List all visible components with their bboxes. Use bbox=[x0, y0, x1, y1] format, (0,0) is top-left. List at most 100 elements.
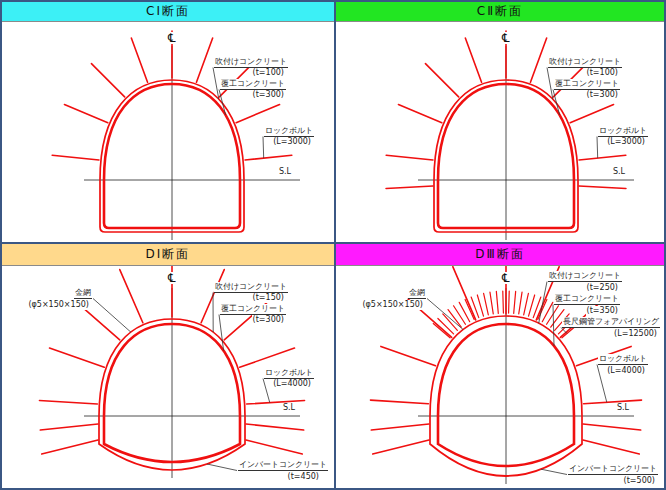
centerline-symbol: ℄ bbox=[167, 32, 177, 44]
leader-line bbox=[553, 90, 560, 115]
centerline-symbol: ℄ bbox=[501, 272, 511, 284]
dimension-label: (t=500) bbox=[623, 476, 656, 486]
panel-ground bbox=[336, 2, 664, 242]
dimension-label: (t=300) bbox=[586, 90, 619, 100]
part-label: 覆工コンクリート bbox=[554, 79, 620, 90]
dimension-label: S.L bbox=[278, 167, 292, 177]
leader-line bbox=[219, 315, 224, 351]
leader-line bbox=[213, 68, 219, 100]
rock-bolt bbox=[398, 105, 441, 123]
forepiling-pipe bbox=[433, 324, 450, 338]
part-label: 覆工コンクリート bbox=[220, 79, 286, 90]
dimension-label: (L=4000) bbox=[272, 379, 312, 389]
dimension-label: (t=350) bbox=[586, 306, 619, 316]
leader-line bbox=[219, 90, 226, 115]
part-label: 金網 bbox=[408, 288, 426, 299]
rock-bolt bbox=[373, 440, 429, 454]
header-band: CⅡ断面 bbox=[336, 2, 664, 22]
rock-bolt bbox=[465, 38, 481, 82]
part-label: インバートコンクリート bbox=[568, 464, 658, 475]
part-label: ロックボルト bbox=[264, 126, 314, 137]
rock-bolt bbox=[579, 186, 626, 188]
centerline-symbol: ℄ bbox=[501, 32, 511, 44]
shotcrete-line bbox=[430, 316, 582, 476]
dimension-label: S.L bbox=[612, 167, 626, 177]
forepiling-pipe bbox=[502, 291, 504, 313]
dimension-label: (L=3000) bbox=[272, 137, 312, 147]
leader-line bbox=[541, 469, 567, 474]
dimension-label: (t=300) bbox=[252, 90, 285, 100]
tunnel-section bbox=[370, 256, 641, 484]
panel-ground bbox=[2, 244, 334, 488]
rock-bolt bbox=[50, 348, 105, 367]
tunnel-section bbox=[386, 31, 634, 240]
rock-bolt bbox=[236, 105, 279, 123]
rock-bolt bbox=[386, 186, 433, 188]
leader-line bbox=[597, 137, 599, 159]
dimension-label: (L=12500) bbox=[613, 329, 658, 339]
part-label: 吹付けコンクリート bbox=[548, 271, 622, 282]
header-band: DⅢ断面 bbox=[336, 244, 664, 266]
part-label: 覆工コンクリート bbox=[220, 304, 286, 315]
forepiling-pipe bbox=[438, 319, 454, 334]
springline bbox=[84, 416, 300, 417]
centerline bbox=[506, 288, 507, 484]
section-panel: CⅡ断面 bbox=[336, 2, 664, 242]
rock-bolt bbox=[425, 64, 458, 97]
rock-bolt bbox=[246, 440, 302, 454]
part-label: ロックボルト bbox=[598, 354, 648, 365]
rock-bolt bbox=[370, 400, 428, 404]
panel-ground bbox=[2, 2, 334, 242]
dimension-label: (t=250) bbox=[586, 283, 619, 293]
leader-line bbox=[547, 68, 553, 100]
rock-bolt bbox=[39, 401, 97, 405]
part-label: 金網 bbox=[74, 288, 92, 299]
panel-ground bbox=[336, 244, 664, 488]
dimension-label: (t=300) bbox=[252, 315, 285, 325]
forepiling-pipe bbox=[477, 295, 483, 316]
forepiling-pipe bbox=[484, 293, 489, 314]
rock-bolt bbox=[583, 440, 639, 454]
rock-bolt bbox=[40, 424, 98, 430]
dimension-label: (φ5×150×150) bbox=[27, 300, 90, 310]
leader-line bbox=[427, 299, 463, 330]
part-label: インバートコンクリート bbox=[238, 460, 328, 471]
dimension-label: (φ5×150×150) bbox=[361, 300, 424, 310]
leader-line bbox=[263, 137, 265, 159]
springline bbox=[418, 416, 634, 417]
panel-title: DⅠ断面 bbox=[146, 246, 191, 263]
lining-line bbox=[438, 84, 574, 228]
dimension-label: (t=100) bbox=[252, 68, 285, 78]
rock-bolt bbox=[584, 400, 642, 404]
leader-line bbox=[263, 379, 270, 403]
forepiling-pipe bbox=[524, 293, 529, 314]
leader-line bbox=[539, 282, 547, 324]
rock-bolt bbox=[42, 440, 98, 454]
rock-bolt bbox=[570, 105, 613, 123]
springline bbox=[418, 180, 634, 181]
dimension-label: S.L bbox=[282, 403, 296, 413]
rock-bolt bbox=[246, 424, 304, 430]
rock-bolt bbox=[64, 105, 107, 123]
tunnel-section bbox=[52, 31, 300, 240]
rock-bolt bbox=[530, 38, 546, 82]
forepiling-pipe bbox=[471, 297, 479, 318]
forepiling-pipe bbox=[514, 291, 516, 313]
forepiling-pipe bbox=[443, 314, 458, 331]
rock-bolt bbox=[120, 270, 143, 323]
rock-bolt bbox=[196, 38, 212, 82]
forepiling-pipe bbox=[496, 291, 498, 313]
forepiling-pipe bbox=[533, 297, 541, 318]
springline bbox=[84, 180, 300, 181]
rock-bolt bbox=[131, 38, 147, 82]
forepiling-pipe bbox=[519, 292, 522, 314]
panel-title: DⅢ断面 bbox=[475, 246, 525, 263]
leader-line bbox=[93, 299, 131, 333]
dimension-label: S.L bbox=[616, 403, 630, 413]
rock-bolt bbox=[91, 64, 124, 97]
shotcrete-line bbox=[434, 80, 578, 232]
dimension-label: (L=4000) bbox=[606, 366, 646, 376]
rock-bolt bbox=[583, 424, 641, 430]
forepiling-pipe bbox=[547, 306, 559, 325]
